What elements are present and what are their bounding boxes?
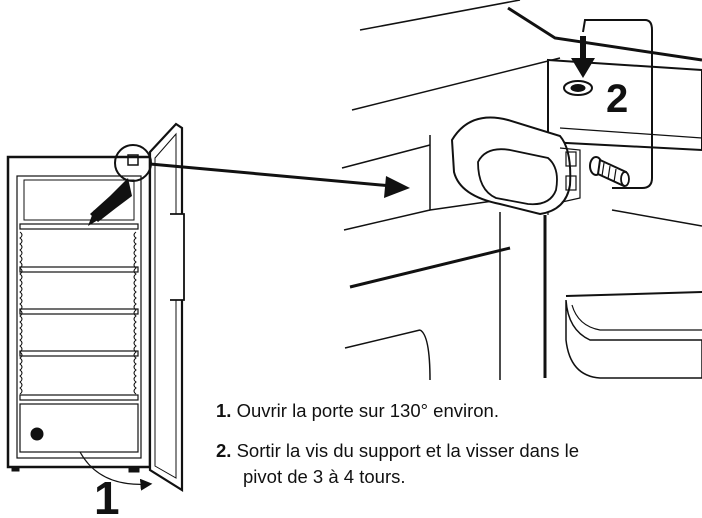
zoom-connector-arrow [149, 162, 410, 198]
screw-top-icon [563, 80, 593, 96]
instruction-step-2-text: Sortir la vis du support et la visser da… [236, 440, 579, 461]
instruction-step-2-continued: pivot de 3 à 4 tours. [243, 464, 406, 489]
wine-fridge-illustration [6, 122, 185, 492]
fridge-wall-ridges-left [19, 231, 23, 395]
pointer-arrow-to-hinge [88, 178, 132, 226]
instruction-step-1: 1. Ouvrir la porte sur 130° environ. [216, 398, 499, 423]
fridge-shelves [19, 223, 139, 401]
fridge-control-knob [30, 427, 44, 441]
side-screw-icon [589, 156, 630, 188]
step2-number-label: 2 [606, 77, 628, 121]
fridge-door-handle [170, 213, 185, 301]
instruction-step-2: 2. Sortir la vis du support et la visser… [216, 438, 579, 463]
fridge-wall-ridges-right [133, 231, 137, 395]
door-opening-arc [79, 451, 153, 491]
fridge-bottom-compartment [19, 403, 139, 453]
instruction-step-1-text: Ouvrir la porte sur 130° environ. [236, 400, 499, 421]
instruction-step-1-number: 1. [216, 400, 232, 421]
door-inner-frame [565, 299, 702, 379]
step1-number-label: 1 [94, 472, 120, 518]
hinge-closeup-illustration [341, 0, 702, 381]
step2-callout-bracket [582, 19, 653, 189]
instruction-step-2-number: 2. [216, 440, 232, 461]
instruction-step-2-text-line2: pivot de 3 à 4 tours. [243, 466, 406, 487]
